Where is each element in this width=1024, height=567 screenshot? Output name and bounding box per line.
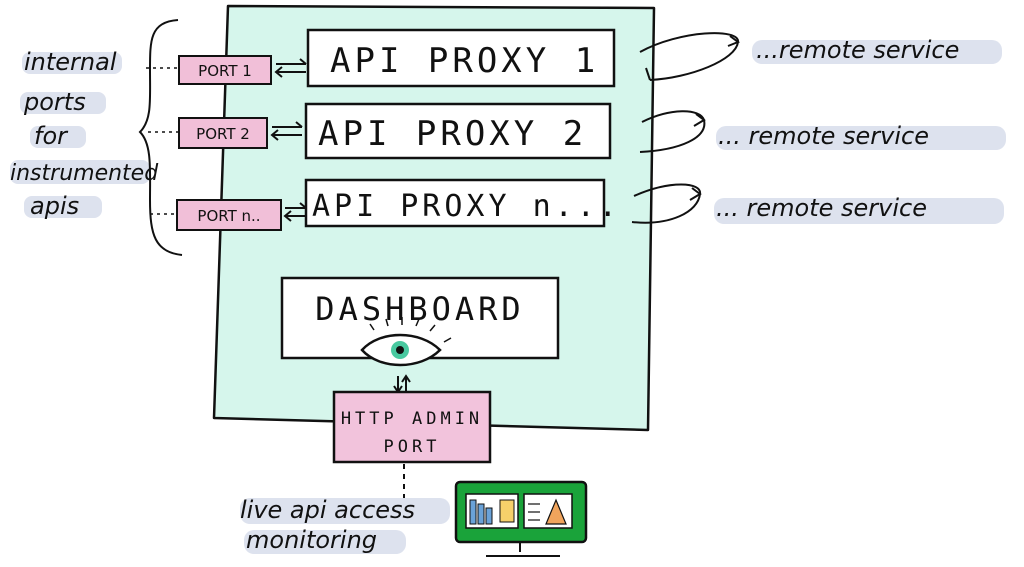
note-line-5: apis xyxy=(30,192,79,220)
admin-port-line-1: HTTP ADMIN xyxy=(341,409,483,429)
port-2: PORT 2 xyxy=(178,117,268,149)
eye-icon xyxy=(360,317,452,367)
api-proxy-2-label: API PROXY 2 xyxy=(318,114,587,154)
remote-loops xyxy=(631,32,741,224)
note-line-1: internal xyxy=(24,48,117,76)
note-line-3: for xyxy=(34,122,69,150)
api-proxy-n-label: API PROXY n... xyxy=(312,189,621,224)
note-line-2: ports xyxy=(23,88,86,116)
remote-service-1: ...remote service xyxy=(756,36,959,64)
api-proxy-n: API PROXY n... xyxy=(304,178,621,228)
remote-highlights xyxy=(714,40,1006,224)
monitoring-highlights xyxy=(240,498,450,554)
brace xyxy=(138,19,183,256)
port-n: PORT n.. xyxy=(176,199,282,231)
port-connectors xyxy=(146,67,178,215)
dashboard: DASHBOARD xyxy=(280,276,560,360)
port-1-label: PORT 1 xyxy=(198,62,252,80)
remote-services: ...remote service ... remote service ...… xyxy=(716,36,959,222)
left-note-highlights xyxy=(10,52,150,218)
http-admin-port: HTTP ADMIN PORT xyxy=(332,390,492,464)
port-proxy-arrows xyxy=(270,58,307,222)
remote-service-2: ... remote service xyxy=(718,122,929,150)
note-line-4: instrumented xyxy=(10,161,159,186)
internal-ports-note: internal ports for instrumented apis xyxy=(10,48,159,220)
admin-port-line-2: PORT xyxy=(384,437,441,457)
dashboard-label: DASHBOARD xyxy=(315,290,524,328)
api-proxy-1-label: API PROXY 1 xyxy=(330,41,599,81)
monitoring-note: live api access monitoring xyxy=(240,496,415,554)
port-n-label: PORT n.. xyxy=(197,207,260,225)
port-1: PORT 1 xyxy=(178,55,272,85)
remote-service-3: ... remote service xyxy=(716,194,927,222)
monitoring-line-2: monitoring xyxy=(246,526,377,554)
api-proxy-2: API PROXY 2 xyxy=(304,102,612,160)
port-2-label: PORT 2 xyxy=(196,125,250,143)
monitor-icon xyxy=(454,480,588,557)
monitoring-line-1: live api access xyxy=(240,496,415,524)
api-proxy-1: API PROXY 1 xyxy=(306,28,616,88)
